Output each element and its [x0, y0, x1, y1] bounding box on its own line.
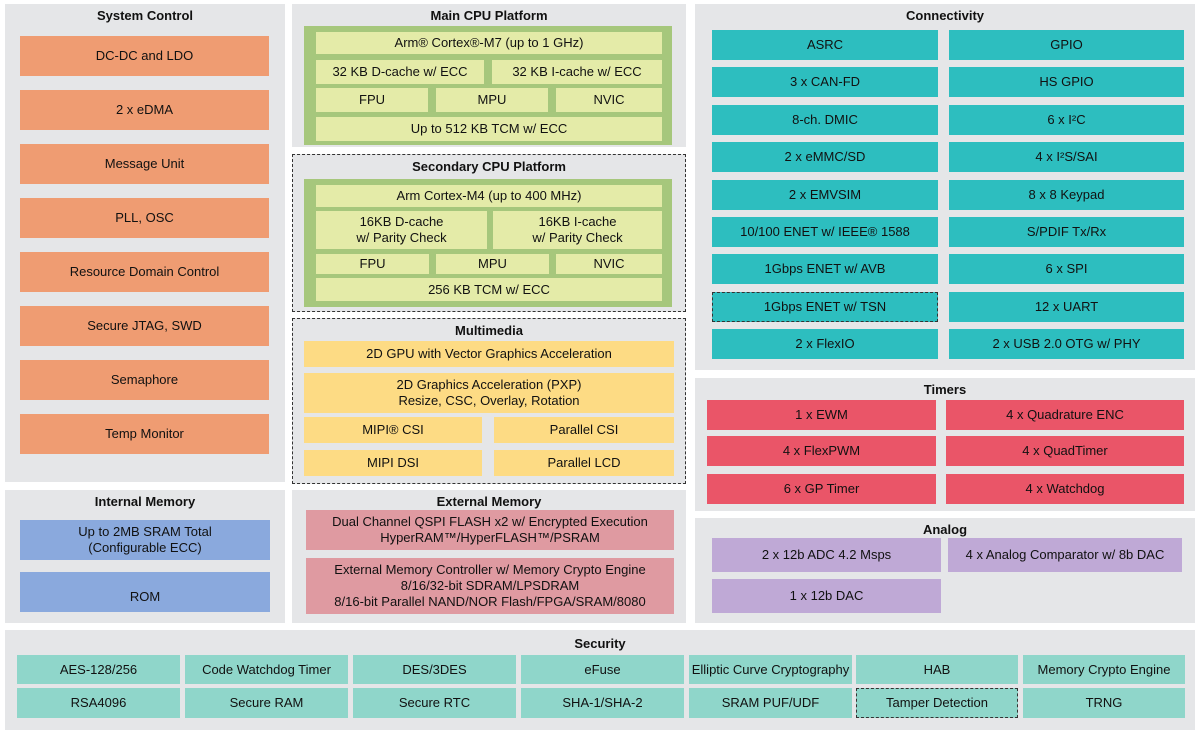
main-cpu-title: Main CPU Platform: [430, 8, 548, 23]
secondary-cpu-panel: Secondary CPU Platform Arm Cortex-M4 (up…: [292, 154, 686, 312]
m4-nvic-block: NVIC: [556, 254, 662, 274]
quadrature-enc-block: 4 x Quadrature ENC: [946, 400, 1184, 430]
efuse-block: eFuse: [521, 655, 684, 684]
main-cpu-panel: Main CPU Platform Arm® Cortex®-M7 (up to…: [292, 4, 686, 147]
m7-icache-block: 32 KB I-cache w/ ECC: [492, 60, 662, 84]
sram-puf-udf-block: SRAM PUF/UDF: [689, 688, 852, 718]
flexio-block: 2 x FlexIO: [712, 329, 938, 359]
connectivity-panel: Connectivity ASRC 3 x CAN-FD 8-ch. DMIC …: [695, 4, 1195, 370]
security-title: Security: [574, 636, 626, 651]
i2s-sai-block: 4 x I²S/SAI: [949, 142, 1184, 172]
gpio-block: GPIO: [949, 30, 1184, 60]
analog-comparator-block: 4 x Analog Comparator w/ 8b DAC: [948, 538, 1182, 572]
timers-title: Timers: [923, 382, 967, 397]
secure-rtc-block: Secure RTC: [353, 688, 516, 718]
i2c-block: 6 x I²C: [949, 105, 1184, 135]
dmic-block: 8-ch. DMIC: [712, 105, 938, 135]
code-watchdog-timer-block: Code Watchdog Timer: [185, 655, 348, 684]
trng-block: TRNG: [1023, 688, 1185, 718]
pxp-block: 2D Graphics Acceleration (PXP) Resize, C…: [304, 373, 674, 413]
system-control-panel: System Control DC-DC and LDO 2 x eDMA Me…: [5, 4, 285, 482]
sram-block: Up to 2MB SRAM Total (Configurable ECC): [20, 520, 270, 560]
secure-ram-block: Secure RAM: [185, 688, 348, 718]
adc-block: 2 x 12b ADC 4.2 Msps: [712, 538, 941, 572]
enet-1588-block: 10/100 ENET w/ IEEE® 1588: [712, 217, 938, 247]
asrc-block: ASRC: [712, 30, 938, 60]
external-memory-title: External Memory: [436, 494, 542, 509]
message-unit-block: Message Unit: [20, 144, 269, 184]
timers-panel: Timers 1 x EWM 4 x FlexPWM 6 x GP Timer …: [695, 378, 1195, 511]
emmc-sd-block: 2 x eMMC/SD: [712, 142, 938, 172]
connectivity-title: Connectivity: [905, 8, 984, 23]
m7-tcm-block: Up to 512 KB TCM w/ ECC: [316, 117, 662, 141]
can-fd-block: 3 x CAN-FD: [712, 67, 938, 97]
quadtimer-block: 4 x QuadTimer: [946, 436, 1184, 466]
analog-title: Analog: [922, 522, 968, 537]
multimedia-title: Multimedia: [455, 323, 523, 338]
mipi-csi-block: MIPI® CSI: [304, 417, 482, 443]
rsa-block: RSA4096: [17, 688, 180, 718]
m7-fpu-block: FPU: [316, 88, 428, 112]
dc-dc-ldo-block: DC-DC and LDO: [20, 36, 269, 76]
des-block: DES/3DES: [353, 655, 516, 684]
m4-dcache-block: 16KB D-cache w/ Parity Check: [316, 211, 487, 249]
watchdog-block: 4 x Watchdog: [946, 474, 1184, 504]
hab-block: HAB: [856, 655, 1018, 684]
parallel-lcd-block: Parallel LCD: [494, 450, 674, 476]
system-control-title: System Control: [96, 8, 194, 23]
usb-otg-block: 2 x USB 2.0 OTG w/ PHY: [949, 329, 1184, 359]
secondary-cpu-title: Secondary CPU Platform: [412, 159, 566, 174]
parallel-csi-block: Parallel CSI: [494, 417, 674, 443]
mipi-dsi-block: MIPI DSI: [304, 450, 482, 476]
m4-fpu-block: FPU: [316, 254, 429, 274]
enet-avb-block: 1Gbps ENET w/ AVB: [712, 254, 938, 284]
external-memory-panel: External Memory Dual Channel QSPI FLASH …: [292, 490, 686, 623]
hs-gpio-block: HS GPIO: [949, 67, 1184, 97]
temp-monitor-block: Temp Monitor: [20, 414, 269, 454]
pll-osc-block: PLL, OSC: [20, 198, 269, 238]
rom-block: ROM: [20, 572, 270, 612]
internal-memory-title: Internal Memory: [94, 494, 196, 509]
m7-nvic-block: NVIC: [556, 88, 662, 112]
semaphore-block: Semaphore: [20, 360, 269, 400]
gpu-block: 2D GPU with Vector Graphics Acceleration: [304, 341, 674, 367]
uart-block: 12 x UART: [949, 292, 1184, 322]
cortex-m4-block: Arm Cortex-M4 (up to 400 MHz): [316, 185, 662, 207]
flexpwm-block: 4 x FlexPWM: [707, 436, 936, 466]
memory-crypto-engine-block: Memory Crypto Engine: [1023, 655, 1185, 684]
aes-block: AES-128/256: [17, 655, 180, 684]
tamper-detection-block: Tamper Detection: [856, 688, 1018, 718]
external-memory-controller-block: External Memory Controller w/ Memory Cry…: [306, 558, 674, 614]
m7-mpu-block: MPU: [436, 88, 548, 112]
m4-tcm-block: 256 KB TCM w/ ECC: [316, 278, 662, 301]
m4-icache-block: 16KB I-cache w/ Parity Check: [493, 211, 662, 249]
m4-mpu-block: MPU: [436, 254, 549, 274]
dac-block: 1 x 12b DAC: [712, 579, 941, 613]
secure-jtag-swd-block: Secure JTAG, SWD: [20, 306, 269, 346]
internal-memory-panel: Internal Memory Up to 2MB SRAM Total (Co…: [5, 490, 285, 623]
keypad-block: 8 x 8 Keypad: [949, 180, 1184, 210]
spi-block: 6 x SPI: [949, 254, 1184, 284]
cortex-m7-block: Arm® Cortex®-M7 (up to 1 GHz): [316, 32, 662, 54]
spdif-block: S/PDIF Tx/Rx: [949, 217, 1184, 247]
edma-block: 2 x eDMA: [20, 90, 269, 130]
enet-tsn-block: 1Gbps ENET w/ TSN: [712, 292, 938, 322]
multimedia-panel: Multimedia 2D GPU with Vector Graphics A…: [292, 318, 686, 484]
qspi-flash-block: Dual Channel QSPI FLASH x2 w/ Encrypted …: [306, 510, 674, 550]
ewm-block: 1 x EWM: [707, 400, 936, 430]
sha-block: SHA-1/SHA-2: [521, 688, 684, 718]
resource-domain-control-block: Resource Domain Control: [20, 252, 269, 292]
m7-dcache-block: 32 KB D-cache w/ ECC: [316, 60, 484, 84]
analog-panel: Analog 2 x 12b ADC 4.2 Msps 4 x Analog C…: [695, 518, 1195, 623]
ecc-block: Elliptic Curve Cryptography: [689, 655, 852, 684]
security-panel: Security AES-128/256 Code Watchdog Timer…: [5, 630, 1195, 730]
emvsim-block: 2 x EMVSIM: [712, 180, 938, 210]
gp-timer-block: 6 x GP Timer: [707, 474, 936, 504]
